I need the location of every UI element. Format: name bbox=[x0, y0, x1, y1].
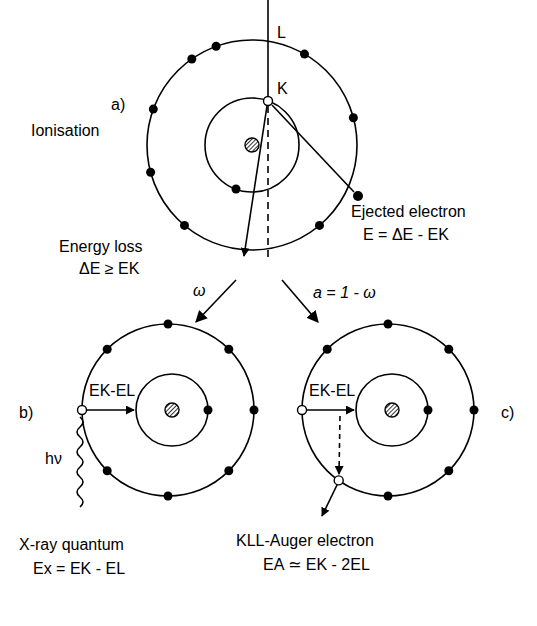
electron bbox=[103, 345, 112, 354]
probability-label: a = 1 - ω bbox=[312, 284, 377, 302]
electron bbox=[250, 406, 259, 415]
electron bbox=[232, 185, 241, 194]
scattered-path bbox=[244, 106, 267, 256]
l-shell bbox=[302, 324, 474, 496]
probability-label: ω bbox=[192, 282, 206, 300]
electron bbox=[323, 345, 332, 354]
panel-letter: a) bbox=[110, 96, 126, 114]
k-shell bbox=[205, 98, 299, 192]
electron bbox=[444, 466, 453, 475]
electron bbox=[349, 113, 358, 122]
electron bbox=[164, 320, 173, 329]
electron bbox=[315, 221, 324, 230]
electron bbox=[180, 221, 189, 230]
transition-arrow bbox=[87, 409, 134, 411]
ejected-path bbox=[272, 105, 354, 192]
electron bbox=[204, 406, 213, 415]
energy-formula: ΔE ≥ EK bbox=[78, 260, 140, 278]
photon-label: hν bbox=[44, 450, 63, 468]
vacancy bbox=[264, 97, 273, 106]
k-shell bbox=[136, 374, 208, 446]
electron bbox=[444, 345, 453, 354]
nucleus bbox=[245, 138, 259, 152]
dashed-path bbox=[267, 106, 269, 258]
l-shell bbox=[82, 324, 254, 496]
vacancy bbox=[334, 476, 343, 485]
energy-formula: EA ≃ EK - 2EL bbox=[262, 556, 371, 574]
nucleus bbox=[385, 403, 399, 417]
particle-label: X-ray quantum bbox=[18, 536, 125, 554]
vacancy bbox=[298, 406, 307, 415]
energy-label: EK-EL bbox=[308, 382, 356, 400]
vacancy bbox=[78, 406, 87, 415]
particle-label: KLL-Auger electron bbox=[235, 532, 375, 550]
electron bbox=[470, 406, 479, 415]
auger-path bbox=[322, 485, 337, 516]
transition-arrow bbox=[307, 409, 354, 411]
electron bbox=[300, 50, 309, 59]
electron bbox=[146, 168, 155, 177]
electron bbox=[164, 492, 173, 501]
electron bbox=[149, 105, 158, 114]
panel-letter: c) bbox=[500, 404, 515, 422]
photon-wave bbox=[77, 417, 83, 507]
electron bbox=[224, 466, 233, 475]
shell-name: K bbox=[276, 80, 289, 98]
electron bbox=[424, 406, 433, 415]
process-label: Energy loss bbox=[58, 238, 144, 256]
electron bbox=[384, 320, 393, 329]
electron bbox=[212, 42, 221, 51]
electron bbox=[187, 55, 196, 64]
energy-formula: Ex = EK - EL bbox=[32, 560, 126, 578]
shell-name: L bbox=[276, 24, 287, 42]
ejected-electron bbox=[353, 191, 363, 201]
energy-formula: E = ΔE - EK bbox=[362, 226, 450, 244]
electron bbox=[384, 492, 393, 501]
nucleus bbox=[165, 403, 179, 417]
incident-path bbox=[267, 0, 269, 96]
electron bbox=[103, 466, 112, 475]
particle-label: Ejected electron bbox=[350, 203, 467, 221]
electron bbox=[224, 345, 233, 354]
k-shell bbox=[356, 374, 428, 446]
panel-letter: b) bbox=[18, 404, 34, 422]
process-label: Ionisation bbox=[30, 122, 101, 140]
l-shell bbox=[147, 40, 357, 250]
energy-label: EK-EL bbox=[88, 382, 136, 400]
energy-transfer-arrow bbox=[339, 416, 340, 474]
